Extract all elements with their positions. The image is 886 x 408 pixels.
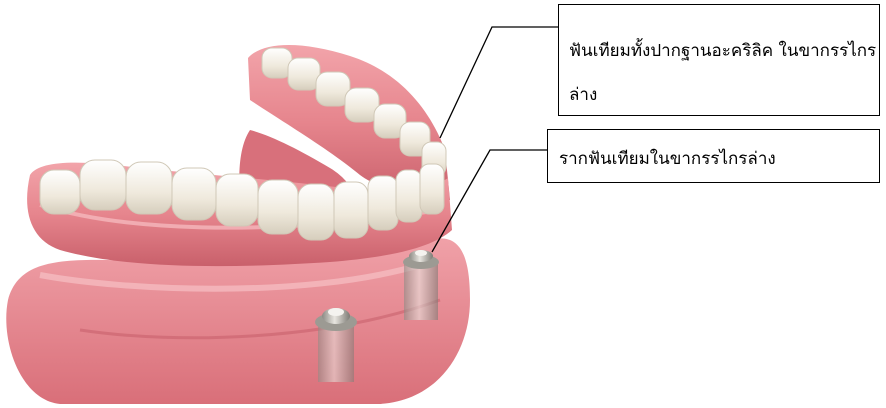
label-denture: ฟันเทียมทั้งปากฐานอะคริลิค ในขากรรไกรล่า…	[558, 4, 880, 116]
implant-rear	[403, 250, 439, 320]
implant-front	[315, 308, 357, 382]
leader-line-denture	[440, 27, 558, 138]
denture	[27, 45, 452, 266]
label-implant: รากฟันเทียมในขากรรไกรล่าง	[547, 129, 880, 183]
label-denture-text: ฟันเทียมทั้งปากฐานอะคริลิค ในขากรรไกรล่า…	[569, 41, 876, 105]
label-implant-text: รากฟันเทียมในขากรรไกรล่าง	[559, 149, 776, 169]
